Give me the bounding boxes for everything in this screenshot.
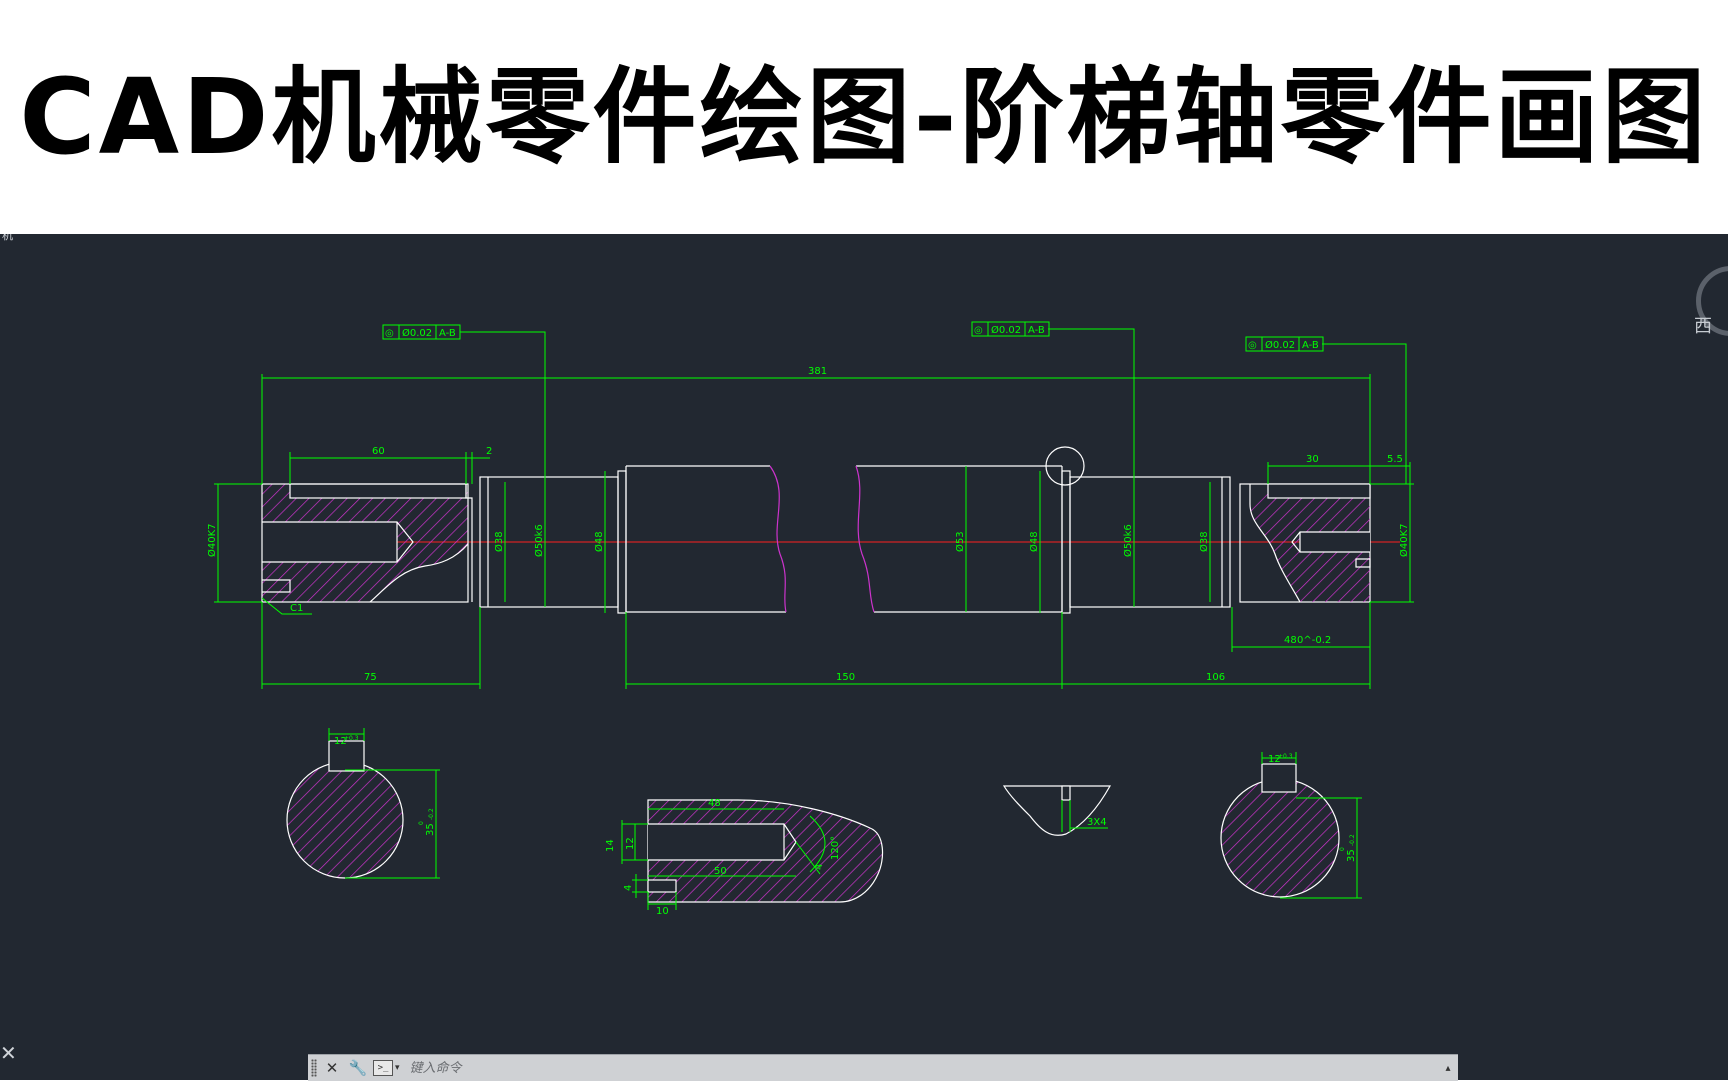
terminal-icon: >_ <box>373 1060 393 1076</box>
tol-symbol-3: ◎ <box>1248 340 1257 351</box>
bore-width: 12 <box>625 837 636 850</box>
dim-overall: 381 <box>808 366 827 377</box>
tap-length: 10 <box>656 906 669 917</box>
sec-left-key-tol: +0.3 <box>344 735 359 742</box>
command-history-button[interactable]: >_ ▾ <box>373 1060 400 1076</box>
break-line-left <box>769 465 787 613</box>
dimension-lines <box>214 328 1414 689</box>
close-command-button[interactable]: ✕ <box>325 1059 339 1077</box>
bore-angle: 120° <box>830 836 841 860</box>
dimension-texts: 381 60 2 30 5.5 C1 75 150 106 48 0^-0.2 … <box>206 366 1410 683</box>
bore-depth: 48 <box>708 798 721 809</box>
tolerance-frame-1: ◎ Ø0.02 A-B <box>382 324 461 340</box>
close-icon[interactable]: ✕ <box>0 1041 17 1065</box>
tol-symbol-1: ◎ <box>385 328 394 339</box>
dim-left-bore: Ø40K7 <box>206 523 218 557</box>
drill-depth: 50 <box>714 866 727 877</box>
dim-bearing-right: Ø50k6 <box>1122 524 1134 557</box>
dim-chamfer: C1 <box>290 603 303 614</box>
sec-left-height-upper: 0 <box>418 821 425 825</box>
dim-shoulder-right: Ø48 <box>1028 531 1040 552</box>
sec-right-height-lower: -0.2 <box>1349 834 1356 846</box>
tol-datum-2: A-B <box>1028 325 1045 336</box>
left-keyway-void <box>290 484 466 498</box>
sec-left-key-width: 12 <box>334 736 347 747</box>
bore-outer-width: 14 <box>605 839 616 852</box>
section-right: 12 +0.3 35 0 -0.2 <box>1220 752 1362 899</box>
chevron-down-icon: ▾ <box>395 1063 400 1073</box>
drawing-svg[interactable]: ◎ Ø0.02 A-B ◎ Ø0.02 A-B ◎ Ø0.02 A-B 381 … <box>0 234 1728 1080</box>
dim-left-groove: 2 <box>486 446 492 457</box>
sec-right-key-width: 12 <box>1268 754 1281 765</box>
tap-width: 4 <box>623 885 634 891</box>
title-banner: CAD机械零件绘图-阶梯轴零件画图 <box>0 0 1728 234</box>
right-keyway-void <box>1268 484 1370 498</box>
dim-right-offset: 5.5 <box>1387 454 1403 465</box>
tol-datum-3: A-B <box>1302 340 1319 351</box>
tol-symbol-2: ◎ <box>974 325 983 336</box>
tol-datum-1: A-B <box>439 328 456 339</box>
viewcube-west-label[interactable]: 西 <box>1694 316 1712 337</box>
grip-handle[interactable] <box>311 1059 317 1077</box>
dim-body: Ø53 <box>954 531 966 552</box>
dim-right-tol-len: 48 <box>1284 635 1297 646</box>
dim-middle: 150 <box>836 672 855 683</box>
right-bore-void <box>1300 532 1370 552</box>
tol-value-2: Ø0.02 <box>991 324 1021 336</box>
sec-right-height-upper: 0 <box>1339 847 1346 851</box>
dim-left-keyway: 60 <box>372 446 385 457</box>
tolerance-frame-3: ◎ Ø0.02 A-B <box>1245 336 1324 352</box>
sec-right-height: 35 <box>1346 849 1357 862</box>
canvas-corner-label: 机 <box>2 234 13 242</box>
tol-value-1: Ø0.02 <box>402 327 432 339</box>
dim-journal-left: Ø38 <box>493 531 505 552</box>
wrench-icon[interactable]: 🔧 <box>348 1059 368 1077</box>
dim-journal-right: Ø38 <box>1198 531 1210 552</box>
left-bore-void <box>262 522 397 562</box>
dim-right-section: 106 <box>1206 672 1225 683</box>
command-line-bar: ✕ 🔧 >_ ▾ ▴ <box>308 1054 1458 1081</box>
command-input[interactable] <box>407 1057 1438 1079</box>
dim-right-tol-dev: 0^-0.2 <box>1297 635 1331 646</box>
dim-right-keyway: 30 <box>1306 454 1319 465</box>
tol-value-3: Ø0.02 <box>1265 339 1295 351</box>
sec-left-height-lower: -0.2 <box>428 808 435 820</box>
detail-bore: 48 50 14 12 4 10 120° 4 <box>605 798 884 917</box>
cad-drawing-canvas[interactable]: 机 <box>0 234 1728 1080</box>
dim-left-section: 75 <box>364 672 377 683</box>
detail-groove: 3X4 <box>1002 785 1112 836</box>
tolerance-frame-2: ◎ Ø0.02 A-B <box>971 321 1050 337</box>
groove-label: 3X4 <box>1087 817 1107 828</box>
page-title: CAD机械零件绘图-阶梯轴零件画图 <box>19 56 1709 178</box>
shaft-elevation <box>261 446 1400 614</box>
bore-small-dia: 4 <box>814 864 825 870</box>
dim-bearing-left: Ø50k6 <box>533 524 545 557</box>
dim-right-bore: Ø40K7 <box>1398 523 1410 557</box>
dim-shoulder-left: Ø48 <box>593 531 605 552</box>
sec-left-height: 35 <box>425 823 436 836</box>
sec-right-key-tol: +0.3 <box>1278 753 1293 760</box>
expand-up-icon[interactable]: ▴ <box>1445 1062 1451 1074</box>
break-line-right <box>855 465 875 613</box>
detail-callout-circle <box>1045 446 1085 486</box>
section-left: 12 +0.3 35 0 -0.2 <box>286 728 440 879</box>
